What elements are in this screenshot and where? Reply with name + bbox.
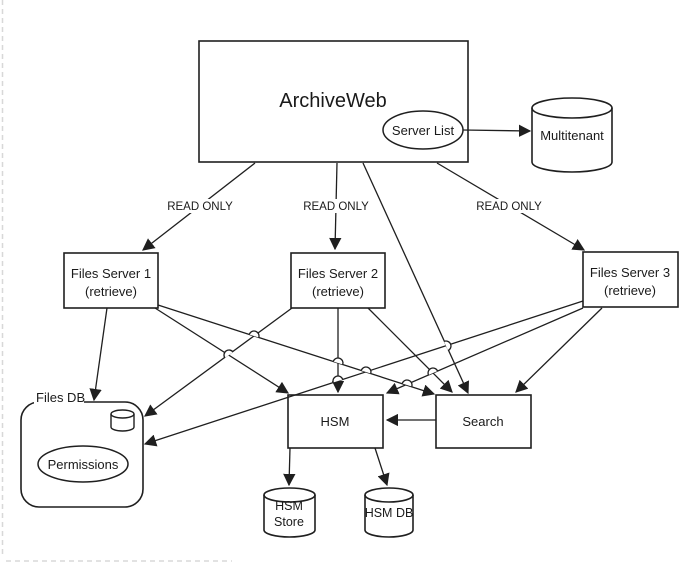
line-jump [332,375,344,383]
edge-serverlist-to-multitenant [462,124,532,138]
read-only-label-3: READ ONLY [476,201,542,213]
hsm-store-sublabel: Store [274,515,304,529]
node-multitenant[interactable]: Multitenant [531,97,613,173]
line-jump [401,379,413,387]
hsm-label: HSM [321,414,350,429]
cylinder-lid [364,494,414,503]
edge-fs2-to-search [367,307,453,393]
hsm-store-label: HSM [275,499,303,513]
line-jump [248,330,260,338]
node-hsm-db[interactable]: HSM DB [364,487,414,538]
node-files-server-2[interactable]: Files Server 2 (retrieve) [290,252,386,309]
edge-fs1-to-hsm [154,307,290,394]
files-server-3-sublabel: (retrieve) [604,283,656,298]
edge-fs1-to-filesdb [89,307,108,402]
edge-fs3-to-hsm [385,307,584,395]
line-jump [443,340,452,352]
edge-fs1-to-search [157,304,436,397]
files-server-2-sublabel: (retrieve) [312,284,364,299]
cylinder-lid [263,494,316,503]
node-archiveweb[interactable]: ArchiveWeb Server List [198,40,469,163]
nodes-layer: ArchiveWeb Server List Multitenant Files… [20,40,679,538]
edge-fs3-to-search [515,307,603,393]
node-hsm[interactable]: HSM [287,394,384,449]
line-jump [332,357,344,365]
edge-fs2-to-filesdb [144,307,293,417]
line-jump [360,366,372,374]
line-jump [223,349,234,359]
read-only-label-2: READ ONLY [303,201,369,213]
line-jumps-layer [223,330,452,387]
multitenant-label: Multitenant [540,128,604,143]
read-only-label-1: READ ONLY [167,201,233,213]
files-server-2-label: Files Server 2 [298,266,378,281]
line-jump [427,367,439,376]
files-db-cylinder-icon [110,409,135,432]
files-db-label: Files DB [36,390,85,405]
node-hsm-store[interactable]: HSM Store [263,487,316,538]
edge-archiveweb-to-search [362,162,470,395]
files-server-1-label: Files Server 1 [71,266,151,281]
node-server-list[interactable]: Server List [382,110,464,150]
node-permissions[interactable]: Permissions [37,445,129,483]
files-server-1-sublabel: (retrieve) [85,284,137,299]
node-files-db[interactable]: Files DB Permissions [20,390,144,508]
server-list-label: Server List [392,123,455,138]
archiveweb-label: ArchiveWeb [279,90,386,112]
edge-fs3-to-filesdb [143,300,584,447]
edge-hsm-to-hsmdb [374,447,390,487]
edge-labels-layer: READ ONLY READ ONLY READ ONLY [167,199,543,213]
node-search[interactable]: Search [435,394,532,449]
hsm-db-label: HSM DB [365,506,414,520]
node-files-server-1[interactable]: Files Server 1 (retrieve) [63,252,159,309]
files-db-label-bg [34,391,84,404]
edges-layer [89,124,603,487]
edge-hsm-to-hsmstore [283,447,296,487]
node-files-server-3[interactable]: Files Server 3 (retrieve) [582,251,679,308]
search-label: Search [462,414,503,429]
permissions-label: Permissions [48,457,119,472]
cylinder-lid [531,107,613,119]
files-server-3-label: Files Server 3 [590,265,670,280]
